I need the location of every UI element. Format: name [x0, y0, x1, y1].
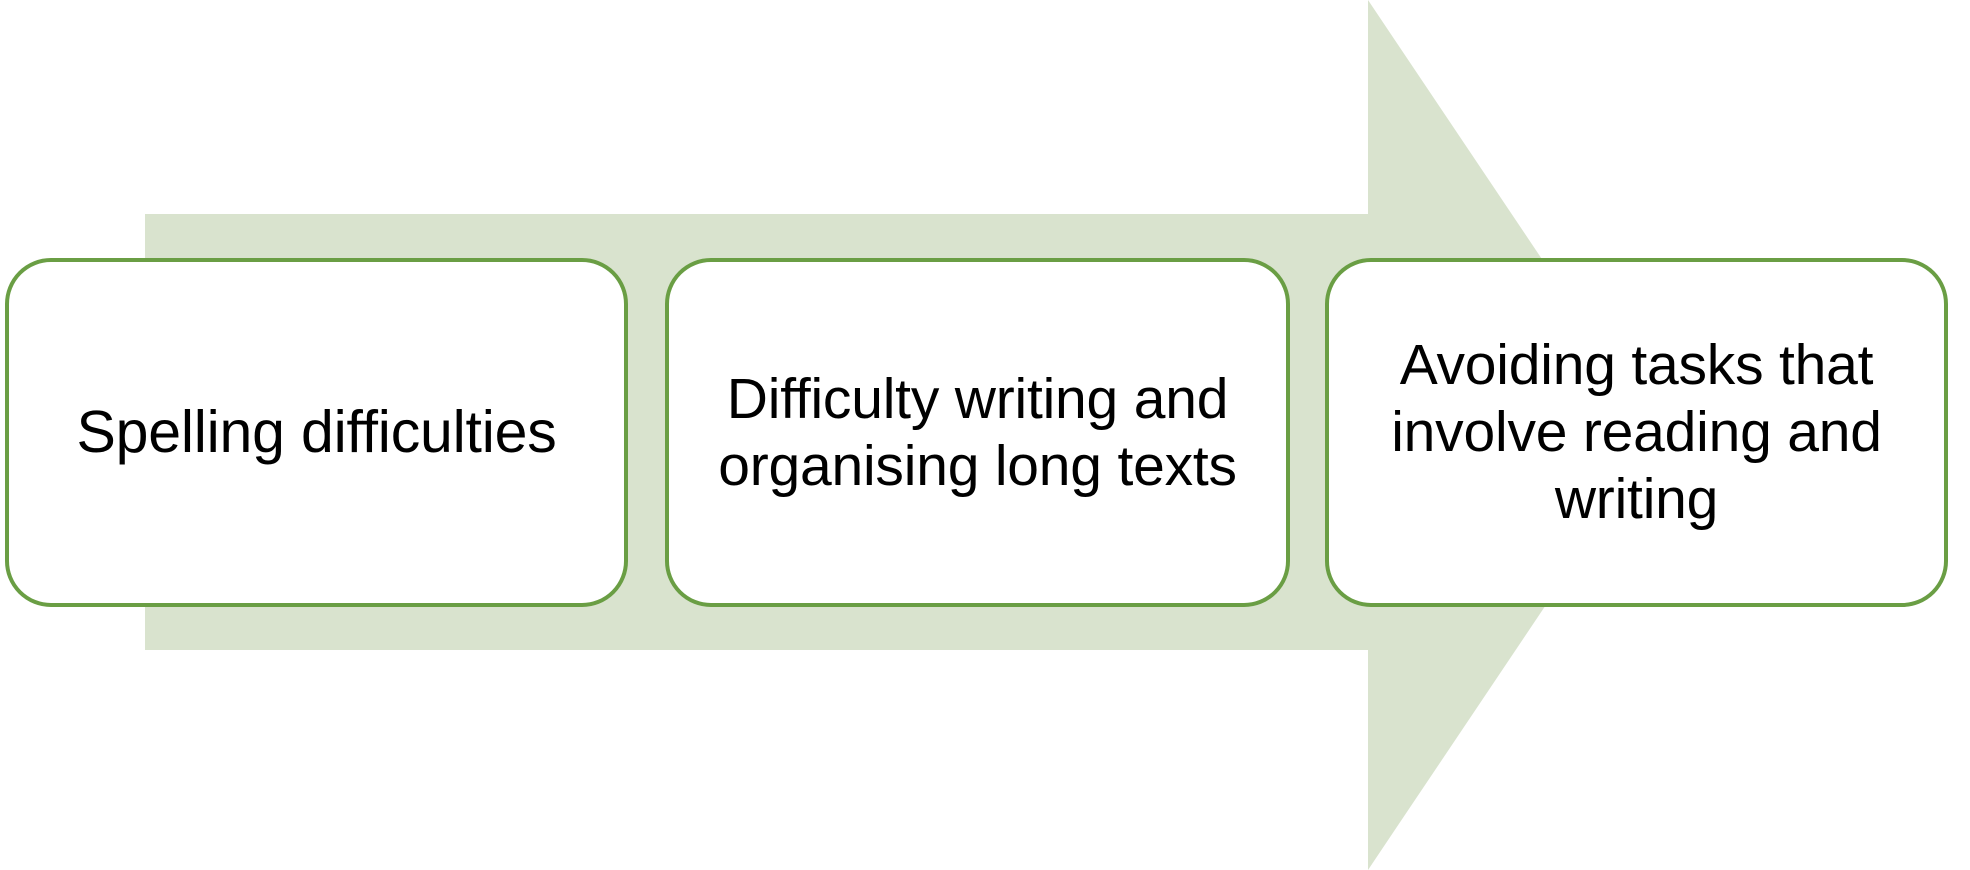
process-step-3-label: Avoiding tasks that involve reading and … — [1391, 333, 1882, 531]
process-step-1[interactable]: Spelling difficulties — [5, 258, 628, 607]
process-step-3[interactable]: Avoiding tasks that involve reading and … — [1325, 258, 1948, 607]
process-step-2[interactable]: Difficulty writing and organising long t… — [665, 258, 1290, 607]
process-step-1-label: Spelling difficulties — [76, 398, 557, 465]
process-steps-row: Spelling difficulties Difficulty writing… — [0, 258, 1970, 607]
process-step-2-label: Difficulty writing and organising long t… — [718, 366, 1237, 498]
